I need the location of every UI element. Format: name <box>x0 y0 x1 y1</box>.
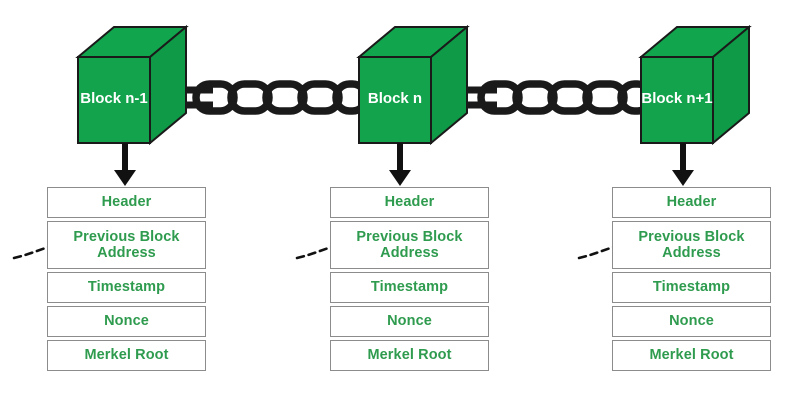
chain-connector-1 <box>182 80 370 115</box>
cube-block-n-minus-1: Block n-1 <box>75 24 189 146</box>
cube-front-face <box>358 56 432 144</box>
field-box-timestamp-2[interactable]: Timestamp <box>330 272 489 303</box>
field-box-timestamp-3[interactable]: Timestamp <box>612 272 771 303</box>
field-box-merkel-root-3[interactable]: Merkel Root <box>612 340 771 371</box>
cube-front-face <box>640 56 714 144</box>
arrow-head <box>389 170 411 186</box>
arrow-head <box>672 170 694 186</box>
cube-label-block-n-plus-1: Block n+1 <box>641 90 712 107</box>
field-box-header-1[interactable]: Header <box>47 187 206 218</box>
cube-block-n-plus-1: Block n+1 <box>638 24 752 146</box>
block-to-fields-arrow-1 <box>114 143 136 186</box>
arrow-head <box>114 170 136 186</box>
block-to-fields-arrow-3 <box>672 143 694 186</box>
field-box-header-3[interactable]: Header <box>612 187 771 218</box>
field-box-nonce-3[interactable]: Nonce <box>612 306 771 337</box>
block-to-fields-arrow-2 <box>389 143 411 186</box>
chain-connector-2 <box>466 80 655 115</box>
cube-label-block-n: Block n <box>368 90 422 107</box>
field-box-nonce-1[interactable]: Nonce <box>47 306 206 337</box>
field-box-merkel-root-1[interactable]: Merkel Root <box>47 340 206 371</box>
field-box-timestamp-1[interactable]: Timestamp <box>47 272 206 303</box>
cube-front-face <box>77 56 151 144</box>
cube-label-block-n-minus-1: Block n-1 <box>80 90 148 107</box>
cube-block-n: Block n <box>356 24 470 146</box>
field-box-header-2[interactable]: Header <box>330 187 489 218</box>
field-box-merkel-root-2[interactable]: Merkel Root <box>330 340 489 371</box>
field-box-nonce-2[interactable]: Nonce <box>330 306 489 337</box>
